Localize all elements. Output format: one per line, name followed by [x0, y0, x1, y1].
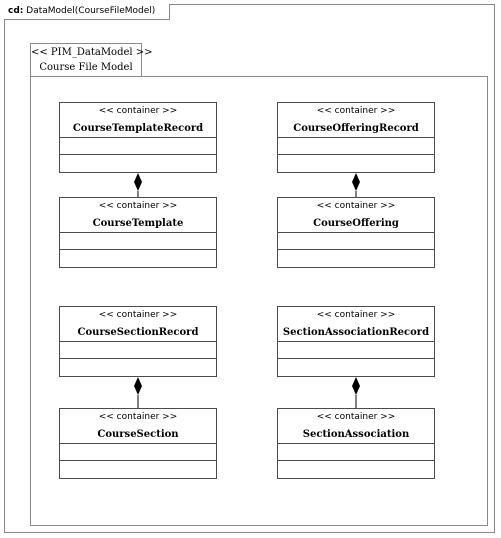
attributes-compartment [278, 342, 434, 359]
class-course-template[interactable]: << container >> CourseTemplate [59, 197, 217, 268]
class-name: CourseOfferingRecord [293, 123, 419, 134]
composition-link-section[interactable] [134, 377, 142, 408]
class-name: CourseSection [97, 429, 179, 440]
composition-diamond-icon [134, 173, 142, 191]
class-section-association[interactable]: << container >> SectionAssociation [277, 408, 435, 479]
frame-kind: cd: [8, 6, 24, 16]
attributes-compartment [278, 138, 434, 155]
class-course-section-record[interactable]: << container >> CourseSectionRecord [59, 306, 217, 377]
class-section-association-record[interactable]: << container >> SectionAssociationRecord [277, 306, 435, 377]
attributes-compartment [60, 233, 216, 250]
class-name: CourseTemplateRecord [72, 123, 204, 134]
class-name: CourseTemplate [92, 218, 184, 229]
package-tab[interactable]: << PIM_DataModel >> Course File Model [30, 43, 153, 77]
class-stereotype: << container >> [316, 106, 396, 116]
attributes-compartment [60, 342, 216, 359]
package-name: Course File Model [39, 62, 133, 73]
composition-link-association[interactable] [352, 377, 360, 408]
attributes-compartment [60, 444, 216, 461]
class-course-template-record[interactable]: << container >> CourseTemplateRecord [59, 102, 217, 173]
attributes-compartment [278, 444, 434, 461]
attributes-compartment [60, 138, 216, 155]
composition-link-offering[interactable] [352, 173, 360, 197]
composition-diamond-icon [134, 377, 142, 395]
class-name: CourseSectionRecord [77, 327, 199, 338]
frame-title-tab: cd: DataModel(CourseFileModel) [4, 4, 171, 20]
class-course-offering[interactable]: << container >> CourseOffering [277, 197, 435, 268]
class-stereotype: << container >> [98, 412, 178, 422]
attributes-compartment [278, 233, 434, 250]
class-course-section[interactable]: << container >> CourseSection [59, 408, 217, 479]
package-stereotype: << PIM_DataModel >> [31, 47, 153, 58]
class-name: SectionAssociationRecord [282, 327, 430, 338]
class-stereotype: << container >> [98, 201, 178, 211]
class-name: SectionAssociation [302, 429, 410, 440]
class-stereotype: << container >> [316, 412, 396, 422]
class-stereotype: << container >> [316, 310, 396, 320]
composition-diamond-icon [352, 173, 360, 191]
composition-diamond-icon [352, 377, 360, 395]
composition-link-template[interactable] [134, 173, 142, 197]
class-course-offering-record[interactable]: << container >> CourseOfferingRecord [277, 102, 435, 173]
class-name: CourseOffering [313, 218, 399, 229]
class-stereotype: << container >> [98, 310, 178, 320]
class-stereotype: << container >> [316, 201, 396, 211]
class-stereotype: << container >> [98, 106, 178, 116]
frame-title: DataModel(CourseFileModel) [26, 6, 156, 16]
